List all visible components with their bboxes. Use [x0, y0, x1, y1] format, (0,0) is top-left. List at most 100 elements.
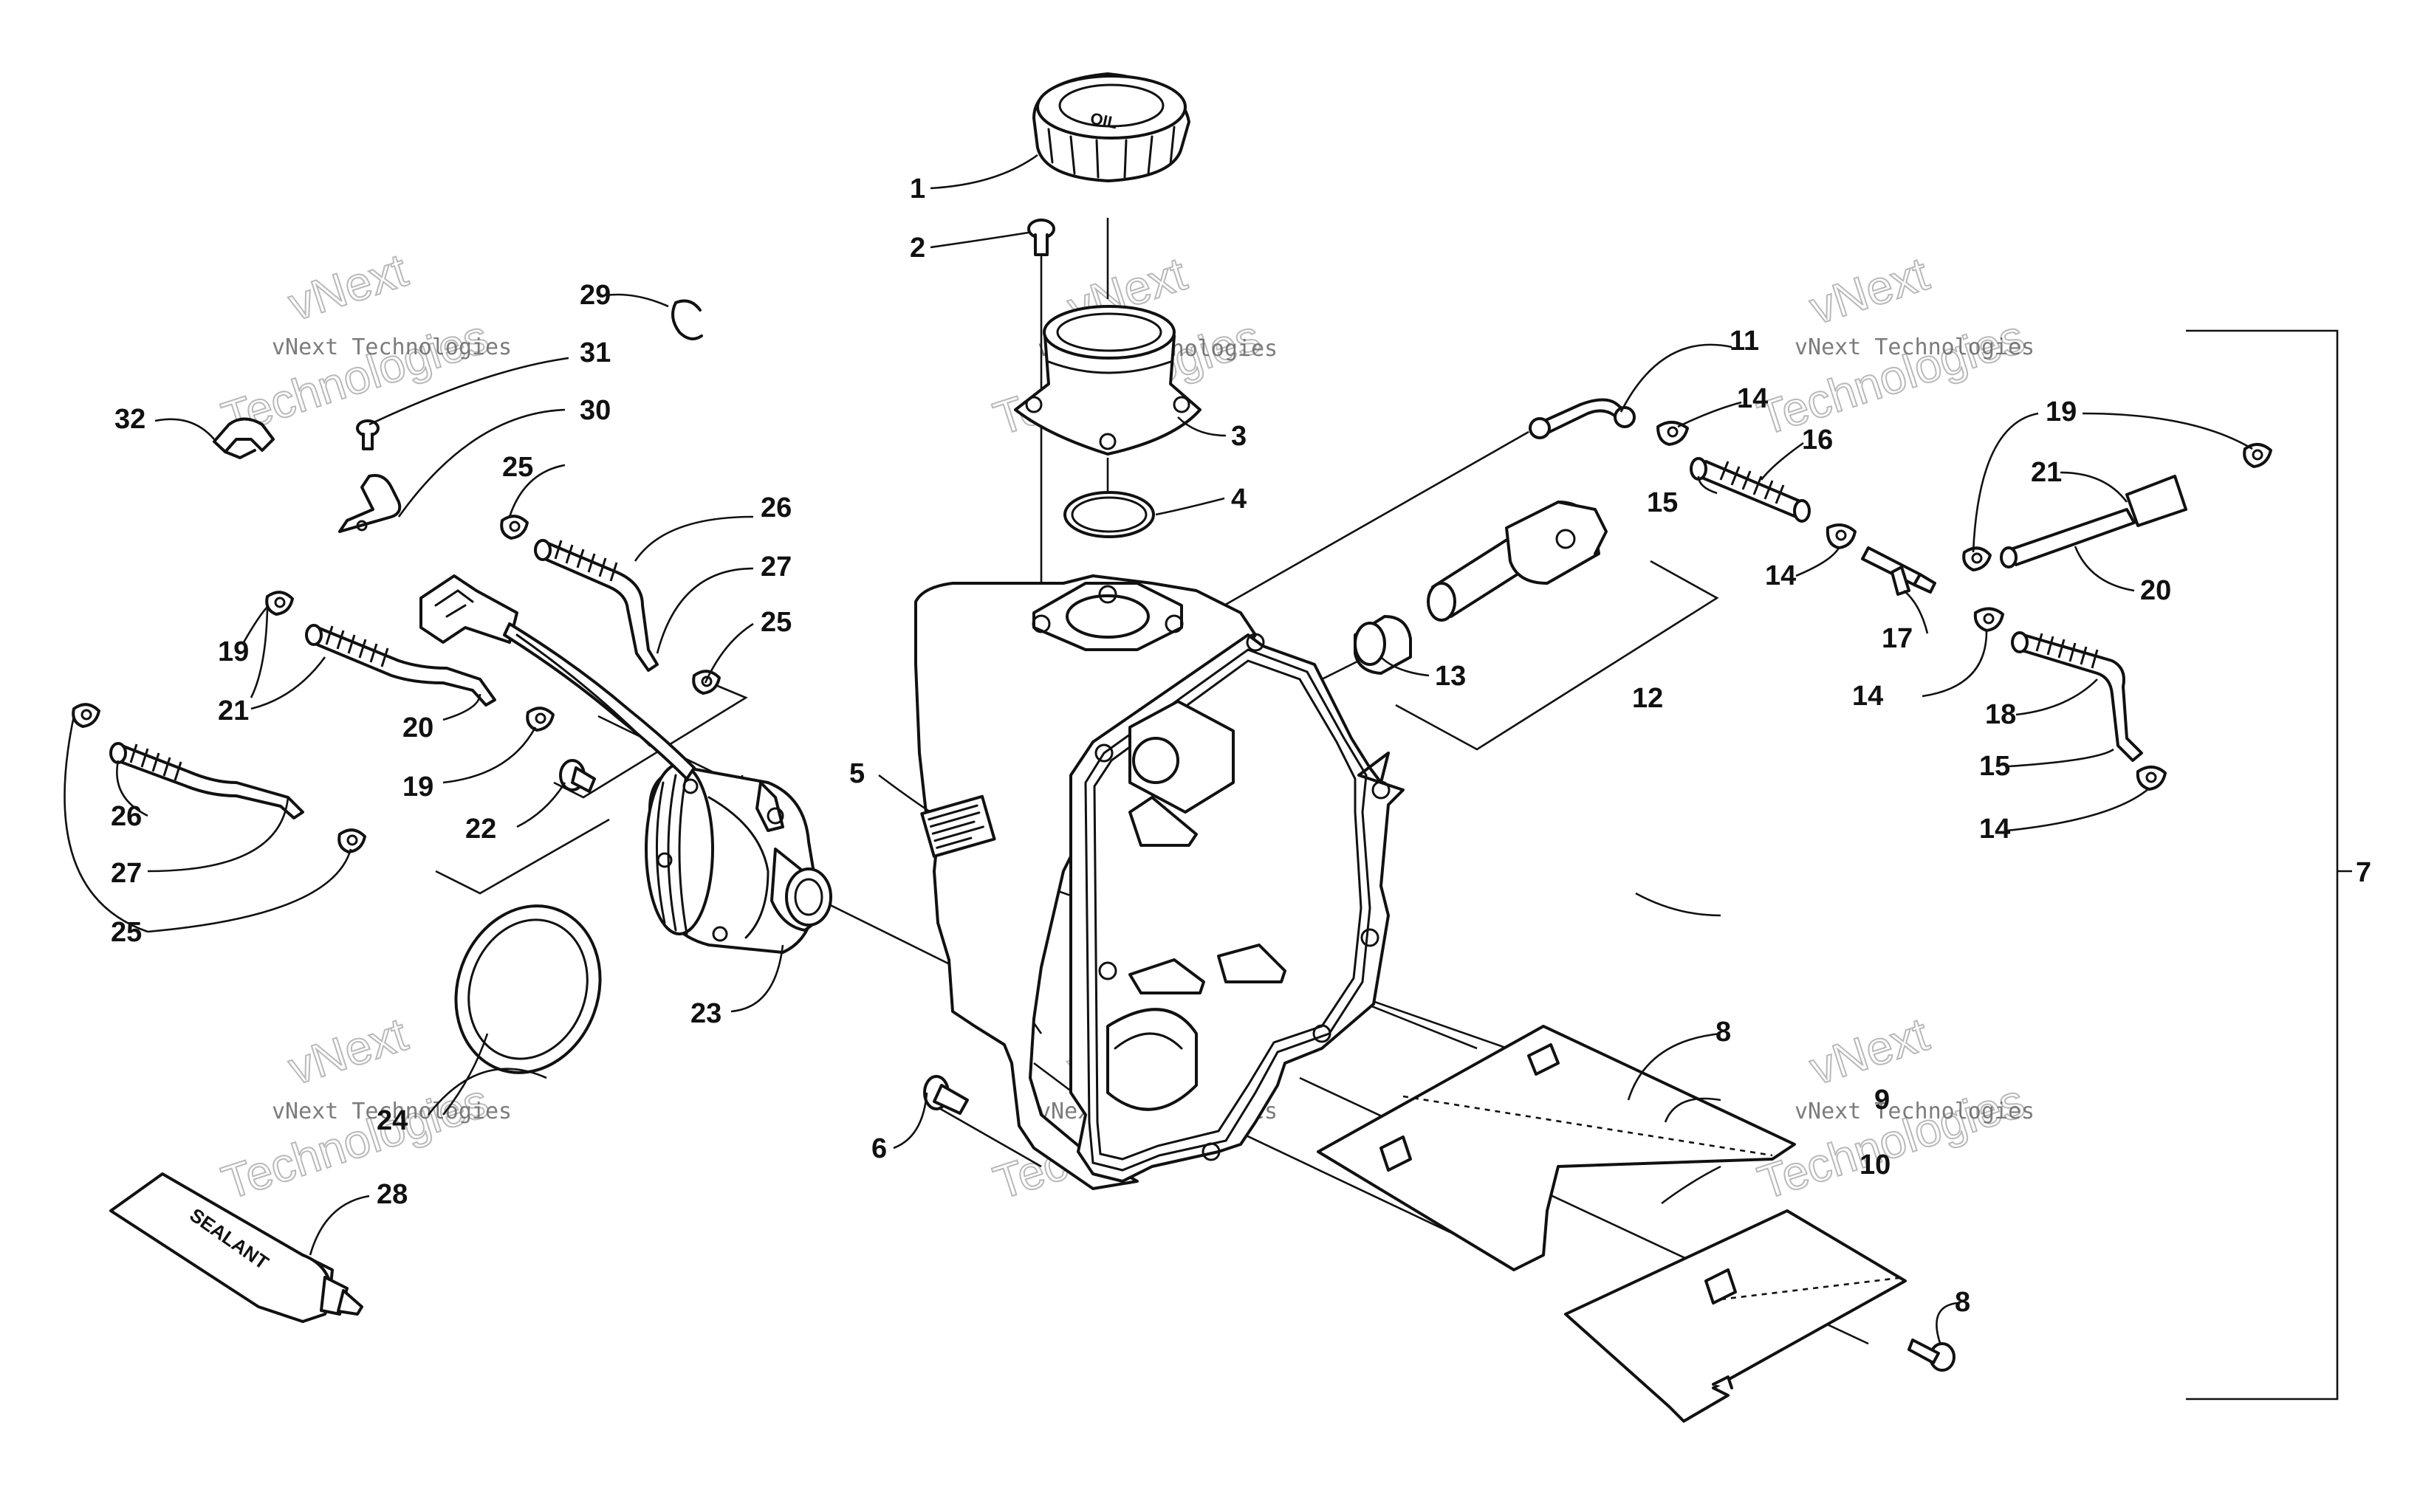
callout-21-right: 21 [2031, 457, 2062, 488]
hose-15-18-spring [2011, 631, 2143, 762]
grommet-13 [1354, 615, 1412, 675]
callout-8-lower: 8 [1955, 1287, 1970, 1318]
callout-15-a: 15 [1647, 487, 1678, 518]
callout-14-d: 14 [1979, 814, 2010, 845]
callout-5: 5 [849, 758, 865, 789]
callout-12: 12 [1632, 683, 1663, 714]
callout-20-left: 20 [402, 712, 433, 743]
callout-labels: 1 2 3 4 5 6 7 8 8 9 10 11 12 13 14 15 16… [111, 173, 2371, 1318]
clamp-14-d [2136, 766, 2167, 791]
callout-20-right: 20 [2140, 575, 2171, 606]
callout-2: 2 [910, 233, 925, 264]
watermark-small-text: vNext Technologies [1795, 334, 2035, 360]
callout-25-lower: 25 [111, 917, 142, 948]
callout-26-upper: 26 [761, 492, 792, 523]
callout-30: 30 [580, 395, 611, 426]
callout-13: 13 [1435, 661, 1466, 692]
watermark-small-text: vNext Technologies [1795, 1099, 2035, 1124]
warning-decal [920, 794, 996, 858]
clamp-25-lower-b [337, 828, 366, 853]
callout-15-b: 15 [1979, 751, 2010, 782]
clip-30 [338, 474, 402, 533]
callout-19-left-b: 19 [402, 772, 433, 803]
callout-3: 3 [1231, 421, 1247, 452]
oil-level-sensor-12 [1427, 501, 1608, 622]
watermark-large-text: vNext [1803, 1007, 1935, 1095]
callout-14-a: 14 [1737, 383, 1768, 414]
callout-17: 17 [1882, 623, 1913, 654]
callout-19-right: 19 [2046, 396, 2077, 427]
tee-fitting-17 [1861, 546, 1936, 596]
watermark-large-text: vNext [1803, 247, 1935, 334]
callout-24: 24 [377, 1105, 408, 1136]
callout-26-lower: 26 [111, 801, 142, 832]
clamp-19-left-a [265, 591, 294, 616]
filler-neck [1014, 305, 1202, 456]
callout-9: 9 [1874, 1085, 1890, 1116]
watermark-small-text: vNext Technologies [272, 334, 512, 360]
watermark-large-text: Technologies [1752, 309, 2031, 445]
callout-4: 4 [1231, 484, 1247, 515]
hose-20-21-left [305, 624, 496, 707]
clamp-25-lower-a [72, 703, 100, 728]
callout-leaders [64, 154, 2253, 1346]
watermark-large-text: Technologies [1752, 1073, 2031, 1209]
callout-18: 18 [1985, 699, 2016, 730]
bolt-6 [923, 1075, 969, 1115]
o-ring-4 [1063, 491, 1155, 538]
clamp-14-b [1826, 523, 1857, 549]
clamp-19-right-b [2243, 443, 2272, 468]
watermark-bottom-right: vNext Technologies vNext Technologies [1751, 1006, 2035, 1210]
hose-26-27-upper [534, 539, 659, 672]
clamp-19-left-b [526, 707, 555, 732]
watermark-large-text: vNext [282, 243, 414, 331]
bolt-22 [559, 759, 596, 793]
callout-1: 1 [910, 173, 925, 205]
clamp-25-upper-a [500, 515, 529, 540]
watermark-top-right: vNext Technologies vNext Technologies [1751, 246, 2035, 446]
clamp-14-a [1656, 421, 1689, 446]
screw-2 [1027, 219, 1055, 256]
heat-shield-10 [1564, 1209, 1907, 1423]
oil-tank [914, 574, 1405, 1190]
oil-pump-23 [645, 763, 832, 954]
oil-cap: OIL [1032, 72, 1190, 182]
heat-shield-9 [1317, 1025, 1796, 1271]
vent-hose-11 [1529, 398, 1636, 439]
hose-15-16-spring [1690, 457, 1811, 523]
harness-connector [419, 574, 696, 780]
callout-25-upper-a: 25 [502, 452, 533, 483]
watermark-large-text: vNext [282, 1007, 414, 1095]
callout-6: 6 [871, 1133, 887, 1164]
callout-28: 28 [377, 1179, 408, 1210]
callout-22: 22 [465, 814, 496, 845]
callout-16: 16 [1802, 425, 1833, 456]
callout-23: 23 [690, 998, 721, 1029]
hose-20-21-right [2000, 475, 2187, 568]
watermark-small-text: vNext Technologies [272, 1099, 512, 1124]
watermark-large-text: Technologies [216, 1073, 495, 1209]
callout-31: 31 [580, 337, 611, 368]
callout-10: 10 [1859, 1150, 1891, 1181]
callout-29: 29 [580, 280, 611, 311]
clamp-14-c [1973, 607, 2004, 632]
callout-7: 7 [2356, 857, 2371, 888]
callout-14-b: 14 [1765, 560, 1796, 591]
callout-11: 11 [1730, 326, 1759, 357]
clamp-19-right-a [1962, 546, 1992, 571]
callout-8-upper: 8 [1715, 1017, 1731, 1048]
callout-25-upper-b: 25 [761, 607, 792, 638]
callout-27-lower: 27 [111, 858, 142, 889]
snap-ring-29 [671, 299, 703, 340]
callout-19-left-a: 19 [218, 636, 249, 667]
o-ring-24 [454, 904, 602, 1074]
watermark-top-left: vNext Technologies vNext Technologies [215, 242, 512, 446]
callout-14-c: 14 [1852, 681, 1883, 712]
callout-32: 32 [114, 404, 145, 435]
callout-27-upper: 27 [761, 551, 792, 583]
bolt-8-lower [1907, 1339, 1955, 1372]
clip-32 [213, 417, 275, 459]
callout-21-left: 21 [218, 695, 249, 726]
screw-31 [356, 419, 380, 450]
